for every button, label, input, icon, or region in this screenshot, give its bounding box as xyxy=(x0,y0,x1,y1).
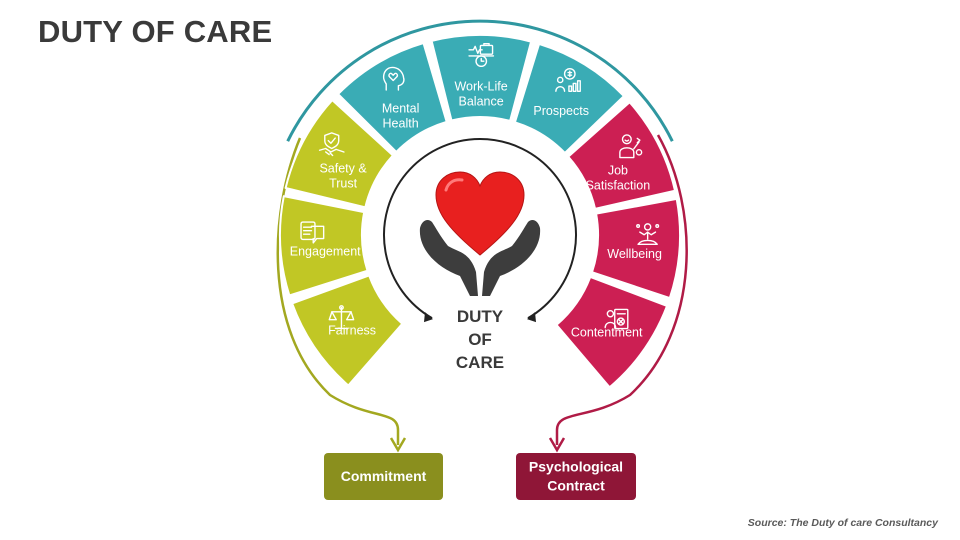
meditation-icon xyxy=(636,223,660,246)
segment-fairness: Fairness xyxy=(291,274,404,387)
segment-label: Contentment xyxy=(571,325,643,339)
outcome-commitment: Commitment xyxy=(324,453,443,500)
top-guide-arc xyxy=(286,19,674,142)
segment-label: Health xyxy=(383,116,419,130)
center-group: DUTY OF CARE xyxy=(383,137,577,372)
segment-label: Wellbeing xyxy=(607,247,662,261)
segment-shape xyxy=(284,99,394,209)
segment-label: Job xyxy=(608,164,628,178)
happy-worker-icon xyxy=(619,134,643,159)
segment-label: Safety & xyxy=(319,162,367,176)
segment-shape xyxy=(337,42,448,153)
briefcase-clock-icon xyxy=(468,43,495,68)
outcome-box xyxy=(324,453,443,500)
segment-label: Mental xyxy=(382,101,420,115)
heart-shine xyxy=(444,178,464,192)
segment-shape xyxy=(513,42,625,154)
handshake-shield-icon xyxy=(318,132,345,157)
segment-engagement: Engagement xyxy=(279,195,369,297)
cycle-arrowhead-right xyxy=(527,312,536,323)
segment-shape xyxy=(291,274,404,387)
segment-shape xyxy=(279,195,369,297)
head-heart-icon xyxy=(382,66,405,91)
segment-label: Fairness xyxy=(328,324,376,338)
outcome-label: Commitment xyxy=(341,468,427,484)
center-label-line: DUTY xyxy=(457,307,504,326)
segment-label: Satisfaction xyxy=(586,179,651,193)
segment-label: Trust xyxy=(329,177,358,191)
cycle-arc xyxy=(383,137,577,319)
segment-shape xyxy=(430,34,533,122)
segment-label: Balance xyxy=(459,95,504,109)
segment-label: Engagement xyxy=(290,245,361,259)
outcome-box xyxy=(516,453,636,500)
segment-safety-trust: Safety &Trust xyxy=(284,99,394,209)
right-guide-arrowhead xyxy=(548,437,566,453)
center-label-line: CARE xyxy=(456,353,504,372)
segment-shape xyxy=(567,101,676,210)
left-guide-arrowhead xyxy=(389,437,407,453)
segment-wellbeing: Wellbeing xyxy=(591,197,681,300)
right-guide-arc xyxy=(555,134,688,445)
checklist-person-icon xyxy=(604,308,629,330)
segment-prospects: Prospects xyxy=(513,42,625,154)
scales-icon xyxy=(328,305,355,330)
center-label-line: OF xyxy=(468,330,492,349)
outcome-label: Psychological xyxy=(529,459,623,475)
page-title: DUTY OF CARE xyxy=(38,14,273,49)
outcome-label: Contract xyxy=(547,478,605,494)
chat-bubbles-icon xyxy=(300,221,325,244)
cycle-arrowhead-left xyxy=(424,312,433,323)
source-note: Source: The Duty of care Consultancy xyxy=(747,517,938,529)
segment-label: Work-Life xyxy=(454,80,507,94)
segment-shape xyxy=(555,275,668,389)
growth-money-icon xyxy=(555,67,581,92)
heart-icon xyxy=(435,171,525,256)
right-hand-icon xyxy=(482,220,541,296)
segment-shape xyxy=(591,197,681,300)
segment-label: Prospects xyxy=(533,104,589,118)
left-hand-icon xyxy=(419,220,478,296)
segment-contentment: Contentment xyxy=(555,275,668,389)
